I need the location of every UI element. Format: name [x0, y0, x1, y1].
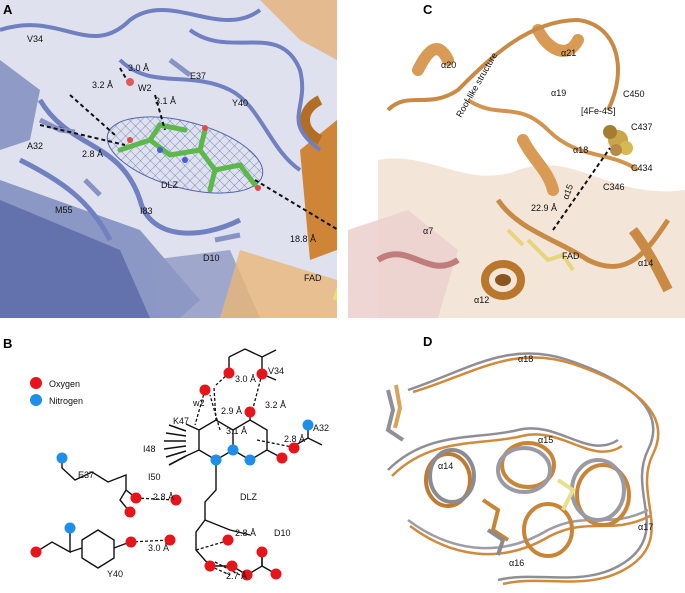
- a-label-e37: E37: [190, 71, 206, 81]
- panel-d-letter: D: [423, 334, 433, 349]
- c-label-a19: α19: [551, 88, 566, 98]
- c-label-a7: α7: [423, 226, 433, 236]
- b-label-d31: 3.1 Å: [226, 426, 247, 436]
- d-label-a16: α16: [509, 558, 524, 568]
- c-label-a15: α15: [560, 183, 575, 201]
- b-label-d28a: 2.8 Å: [284, 434, 305, 444]
- a-label-d28: 2.8 Å: [82, 149, 103, 159]
- c-label-c434: C434: [631, 163, 653, 173]
- c-label-c437: C437: [631, 122, 653, 132]
- panel-b-diagram: Oxygen Nitrogen: [0, 330, 340, 593]
- b-label-d29: 2.9 Å: [221, 406, 242, 416]
- c-label-a18: α18: [573, 145, 588, 155]
- b-label-d30b: 3.0 Å: [148, 543, 169, 553]
- panel-a-image: V34 3.0 Å E37 3.2 Å W2 3.1 Å Y40 A32 2.8…: [0, 0, 337, 318]
- b-label-y40: Y40: [107, 569, 123, 579]
- b-label-d28b: 2.8 Å: [153, 492, 174, 502]
- b-label-a32: A32: [313, 423, 329, 433]
- d-label-a15: α15: [538, 435, 553, 445]
- a-label-v34: V34: [27, 34, 43, 44]
- panel-b-letter: B: [3, 336, 13, 351]
- c-label-fad: FAD: [562, 251, 580, 261]
- c-label-fe4s: [4Fe-4S]: [581, 106, 616, 116]
- c-label-d229: 22.9 Å: [531, 203, 557, 213]
- legend-nitrogen-dot: [30, 394, 42, 406]
- c-label-a20: α20: [441, 60, 456, 70]
- panel-c-image: Roof-like structure α20 α21 α19 C450 [4F…: [348, 0, 685, 318]
- c-label-c346: C346: [603, 182, 625, 192]
- b-label-k47: K47: [173, 416, 189, 426]
- b-label-d27: 2.7 Å: [226, 571, 247, 581]
- panel-a-letter: A: [3, 2, 13, 17]
- legend-nitrogen-label: Nitrogen: [49, 396, 83, 406]
- legend-oxygen-dot: [30, 377, 42, 389]
- b-label-v34: V34: [268, 366, 284, 376]
- a-label-d188: 18.8 Å: [290, 234, 316, 244]
- a-label-d30: 3.0 Å: [128, 63, 149, 73]
- panel-c-letter: C: [423, 2, 433, 17]
- a-label-d32: 3.2 Å: [92, 80, 113, 90]
- a-label-a32: A32: [27, 141, 43, 151]
- d-label-a18: α18: [518, 354, 533, 364]
- a-label-d31: 3.1 Å: [155, 96, 176, 106]
- c-label-a21: α21: [561, 48, 576, 58]
- d-label-a14: α14: [438, 461, 453, 471]
- b-label-d32: 3.2 Å: [265, 400, 286, 410]
- legend-oxygen-label: Oxygen: [49, 379, 80, 389]
- panel-d: α18 α15 α14 α17 α16 D: [348, 330, 685, 593]
- c-label-a12: α12: [474, 295, 489, 305]
- panel-d-image: α18 α15 α14 α17 α16: [348, 330, 685, 593]
- a-label-y40: Y40: [232, 98, 248, 108]
- a-label-m55: M55: [55, 205, 73, 215]
- c-label-c450: C450: [623, 89, 645, 99]
- b-label-e37: E37: [78, 470, 94, 480]
- b-label-w2: w2: [192, 398, 205, 408]
- b-label-d28c: 2.8 Å: [235, 528, 256, 538]
- a-label-d10: D10: [203, 253, 220, 263]
- panel-b: Oxygen Nitrogen: [0, 330, 340, 593]
- a-label-dlz: DLZ: [161, 180, 179, 190]
- b-label-d30: 3.0 Å: [235, 374, 256, 384]
- b-label-d10: D10: [274, 528, 291, 538]
- a-label-fad: FAD: [304, 273, 322, 283]
- b-label-dlz: DLZ: [240, 492, 258, 502]
- panel-a: V34 3.0 Å E37 3.2 Å W2 3.1 Å Y40 A32 2.8…: [0, 0, 337, 318]
- panel-c: Roof-like structure α20 α21 α19 C450 [4F…: [348, 0, 685, 318]
- b-label-i48: I48: [143, 444, 156, 454]
- a-label-w2: W2: [138, 83, 152, 93]
- c-label-a14: α14: [638, 258, 653, 268]
- b-label-i50: I50: [148, 472, 161, 482]
- d-label-a17: α17: [638, 522, 653, 532]
- a-label-i83: I83: [140, 206, 153, 216]
